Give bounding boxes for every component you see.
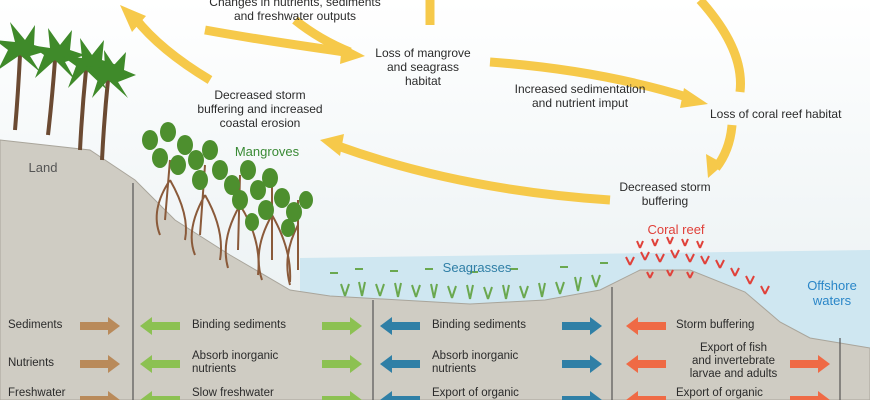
mangrove-cell-sediments: Binding sediments — [192, 319, 286, 331]
seafloor-profile — [0, 139, 870, 400]
mangrove-trees — [142, 122, 313, 286]
arrow-left-upper — [204, 25, 346, 57]
row-label-freshwater: Freshwater — [8, 387, 66, 399]
coral-cell-organic: Export of organic — [676, 387, 763, 399]
arrow-to-increased-sedimentation — [489, 57, 692, 103]
coral-cell-storm-buffering: Storm buffering — [676, 319, 755, 331]
zone-label-land: Land — [28, 160, 58, 175]
land-trees — [0, 22, 136, 161]
seagrass-cell-sediments: Binding sediments — [432, 319, 526, 331]
label-changes-outputs: Changes in nutrients, sediments and fres… — [209, 0, 381, 23]
coral-cell-export-fish: Export of fish and invertebrate larvae a… — [689, 342, 778, 380]
mangrove-cell-nutrients: Absorb inorganic nutrients — [192, 350, 279, 375]
arrow-to-decreased-erosion — [336, 141, 611, 205]
arrow-right-loop — [696, 0, 745, 93]
row-label-nutrients: Nutrients — [8, 357, 55, 369]
cycle-arrows — [131, 0, 745, 205]
seagrass-cell-organic: Export of organic — [432, 387, 519, 399]
mangrove-cell-freshwater: Slow freshwater — [192, 387, 274, 399]
label-decreased-buffering: Decreased storm buffering — [619, 180, 711, 208]
label-loss-coral: Loss of coral reef habitat — [710, 107, 842, 121]
row-label-sediments: Sediments — [8, 319, 63, 331]
seagrass-cell-nutrients: Absorb inorganic nutrients — [432, 350, 519, 375]
zone-label-seagrasses: Seagrasses — [442, 260, 512, 275]
label-increased-sedimentation: Increased sedimentation and nutrient imp… — [514, 82, 646, 110]
zone-label-mangroves: Mangroves — [234, 144, 300, 159]
label-loss-mangrove-seagrass: Loss of mangrove and seagrass habitat — [375, 46, 471, 88]
cycle-arrowheads — [120, 5, 724, 178]
row-arrows — [80, 317, 830, 400]
seagrass-dashes — [330, 262, 608, 274]
zone-label-offshore: Offshore waters — [807, 278, 857, 308]
coral-reef-corals — [625, 236, 770, 295]
seagrass-bed — [340, 274, 601, 300]
zone-label-coral-reef: Coral reef — [647, 222, 705, 237]
label-decreased-buffering-erosion: Decreased storm buffering and increased … — [197, 88, 323, 130]
arrow-to-land — [131, 15, 213, 84]
